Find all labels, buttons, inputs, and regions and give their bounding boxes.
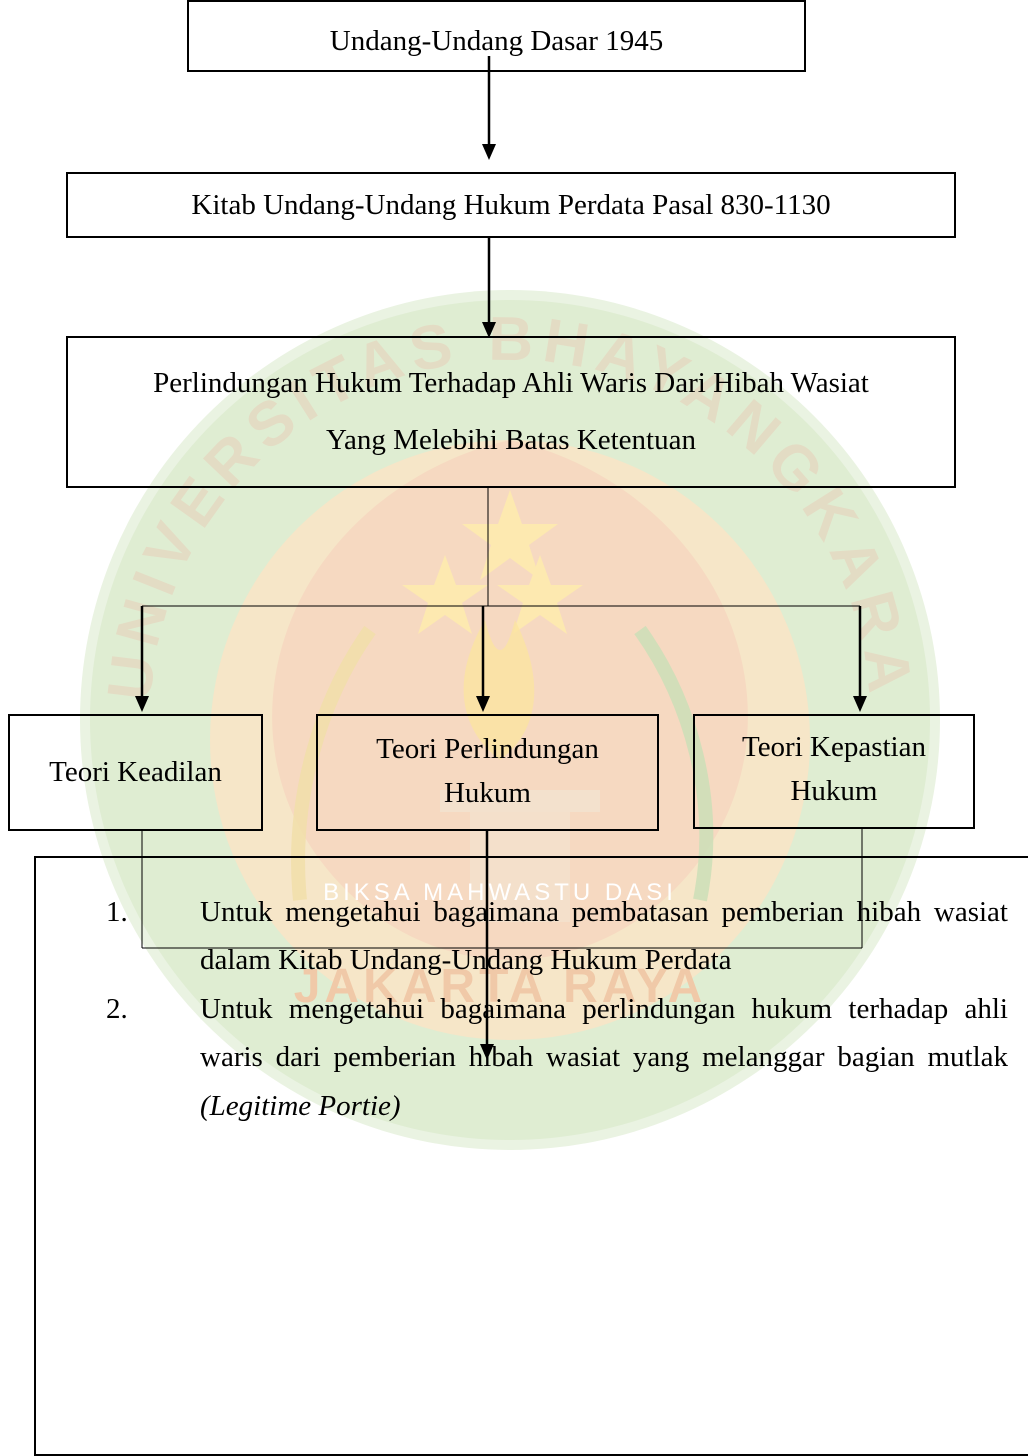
arrowhead — [476, 696, 490, 712]
node-label-line: Teori Perlindungan — [376, 733, 599, 765]
watermark-star-icon — [402, 555, 488, 634]
objective-italic-term: (Legitime Portie) — [200, 1089, 401, 1122]
watermark-star-icon — [497, 555, 583, 634]
node-label-line: Hukum — [443, 776, 531, 809]
node-objectives: 1. Untuk mengetahui bagaimana pembatasan… — [34, 856, 1028, 1456]
arrowhead — [135, 696, 149, 712]
arrowhead — [482, 322, 496, 338]
objective-text: Untuk mengetahui bagaimana pembatasan pe… — [200, 896, 1008, 977]
node-label-line: Hukum — [790, 774, 878, 807]
node-perlindungan-hukum-ahli-waris: Perlindungan Hukum Terhadap Ahli Waris D… — [66, 336, 956, 488]
watermark-torch-flame — [463, 620, 535, 760]
node-label: Undang-Undang Dasar 1945 — [329, 25, 664, 57]
arrowhead — [480, 1044, 494, 1060]
arrowhead — [482, 144, 496, 160]
watermark-cotton-branch — [634, 625, 714, 902]
node-uud-1945: Undang-Undang Dasar 1945 — [187, 0, 806, 72]
watermark-rice-stalk — [291, 625, 376, 901]
node-label-line: Perlindungan Hukum Terhadap Ahli Waris D… — [153, 367, 869, 400]
node-label-line: Teori Kepastian — [742, 731, 926, 763]
node-teori-keadilan: Teori Keadilan — [8, 714, 263, 831]
arrowhead — [853, 696, 867, 712]
objective-number: 1. — [106, 896, 128, 928]
diagram-connectors — [135, 56, 867, 1060]
objective-text-block: Untuk mengetahui bagaimana perlindungan … — [200, 985, 1008, 1130]
watermark-ribbon-text: BIKSA MAHWASTU DASI — [323, 879, 677, 906]
objective-text: Untuk mengetahui bagaimana perlindungan … — [200, 993, 1008, 1074]
watermark-logo: UNIVERSITAS BHAYANGKARA BIKSA MAHWASTU D… — [80, 290, 940, 1150]
node-kuhper: Kitab Undang-Undang Hukum Perdata Pasal … — [66, 172, 956, 238]
node-teori-perlindungan-hukum: Teori Perlindungan Hukum — [316, 714, 659, 831]
watermark-bottom-text: JAKARTA RAYA — [294, 960, 707, 1013]
node-label-line: Yang Melebihi Batas Ketentuan — [326, 424, 696, 456]
watermark-star-icon — [462, 490, 558, 580]
watermark-torch-pedestal — [440, 790, 600, 812]
node-label: Teori Keadilan — [49, 756, 222, 789]
node-label: Kitab Undang-Undang Hukum Perdata Pasal … — [191, 188, 831, 221]
objective-number: 2. — [106, 993, 128, 1025]
node-teori-kepastian-hukum: Teori Kepastian Hukum — [693, 714, 975, 829]
